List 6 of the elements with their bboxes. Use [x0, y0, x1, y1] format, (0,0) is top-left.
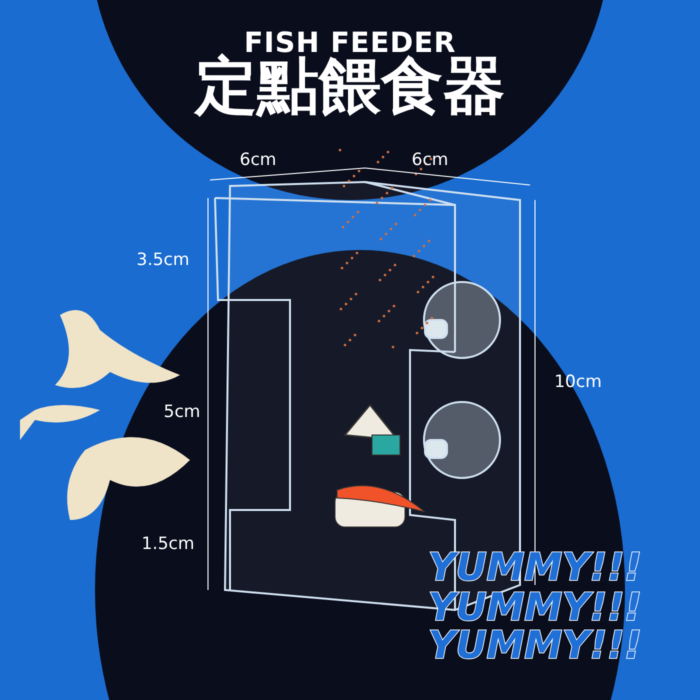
dimension-label: 3.5cm	[136, 249, 190, 272]
title: 定點餵食器	[195, 55, 505, 117]
dimension-label: 5cm	[164, 401, 200, 424]
dimension-label: 1.5cm	[142, 533, 194, 556]
dimension-label: 6cm	[240, 149, 276, 172]
dimension-label: 6cm	[412, 149, 448, 172]
